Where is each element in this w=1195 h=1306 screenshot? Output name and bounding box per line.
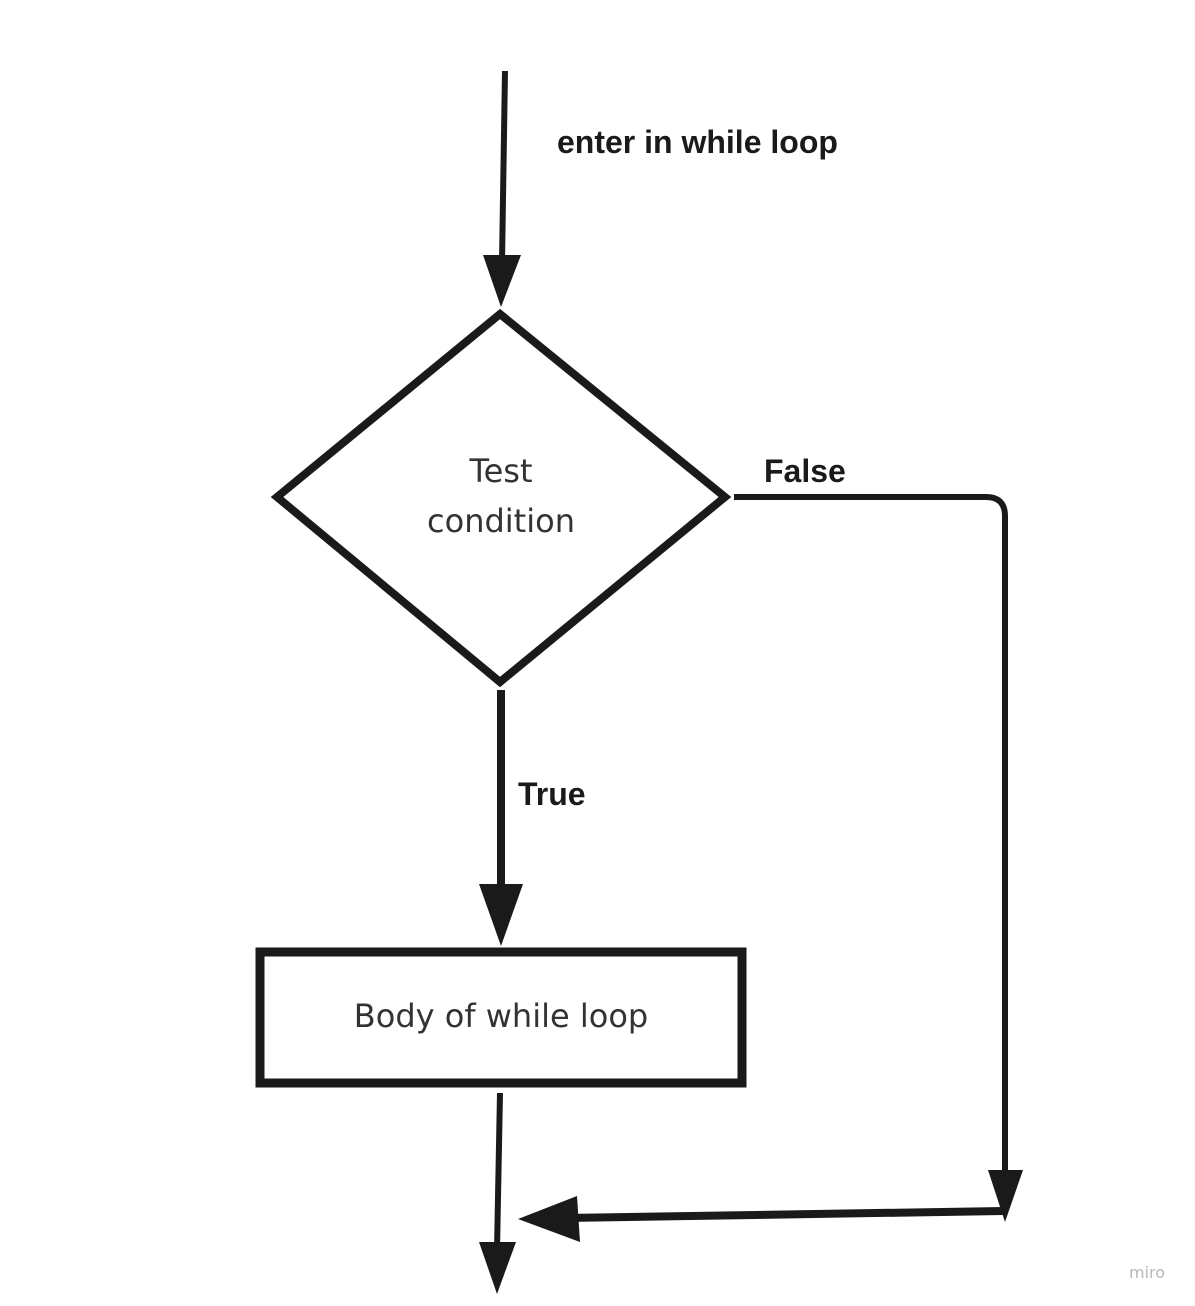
merge-arrowhead <box>518 1196 580 1242</box>
false-label: False <box>764 453 846 489</box>
body-label: Body of while loop <box>354 997 648 1035</box>
false-branch-arrowhead <box>988 1170 1023 1222</box>
false-branch-connector <box>734 494 1008 1172</box>
entry-arrowhead <box>483 255 521 307</box>
exit-arrowhead <box>479 1242 516 1294</box>
decision-label-line1: Test <box>468 452 532 490</box>
body-process-box <box>255 947 747 1088</box>
decision-label-line2: condition <box>427 502 575 540</box>
exit-connector <box>494 1092 503 1251</box>
entry-arrow <box>483 70 521 307</box>
true-branch-arrowhead <box>479 884 523 946</box>
merge-connector <box>564 1207 1004 1222</box>
entry-label: enter in while loop <box>557 124 838 160</box>
true-label: True <box>518 776 586 812</box>
decision-diamond <box>270 308 732 688</box>
miro-watermark: miro <box>1129 1263 1165 1282</box>
